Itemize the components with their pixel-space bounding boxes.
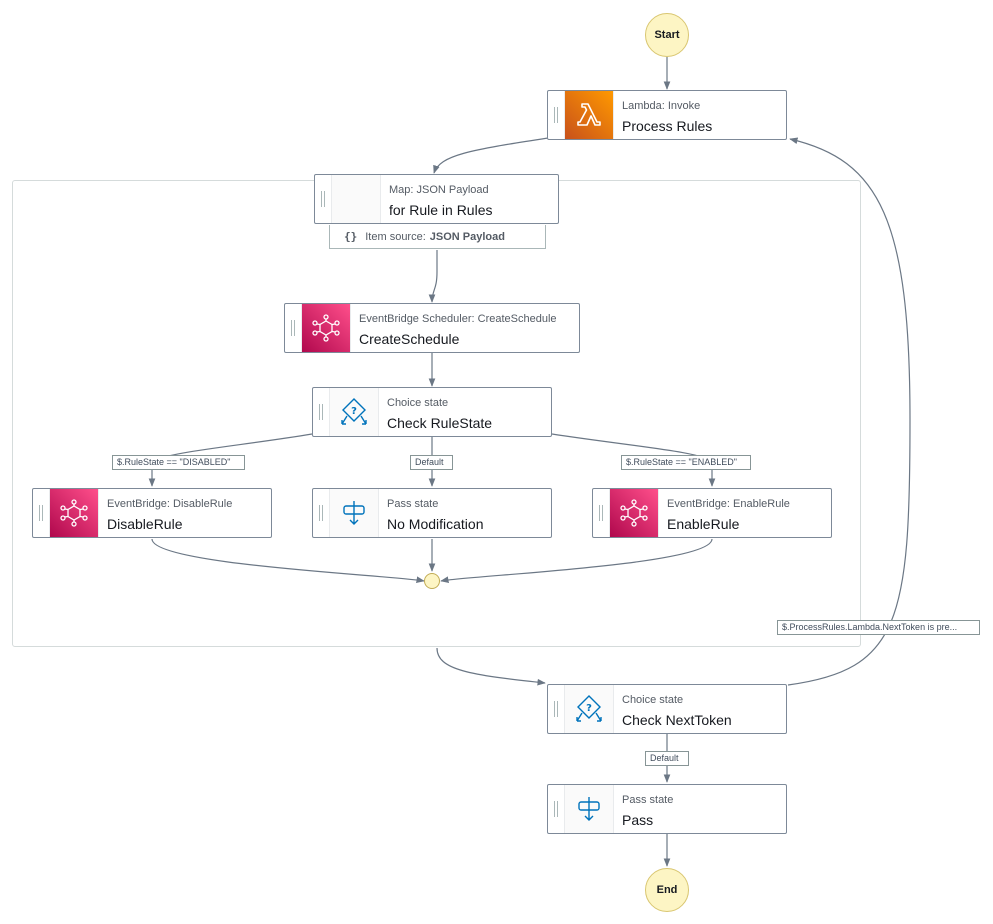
edge-checknext-loop bbox=[787, 137, 911, 686]
state-pass[interactable]: Pass state Pass bbox=[547, 784, 787, 834]
state-type: Map: JSON Payload bbox=[389, 184, 489, 196]
state-name: Process Rules bbox=[622, 118, 713, 134]
item-source-prefix: Item source: bbox=[365, 230, 426, 243]
drag-handle[interactable] bbox=[313, 489, 330, 537]
state-no-modification[interactable]: Pass state No Modification bbox=[312, 488, 552, 538]
condition-default-rulestate[interactable]: Default bbox=[410, 455, 453, 470]
choice-icon: ? bbox=[565, 685, 614, 733]
drag-handle[interactable] bbox=[313, 388, 330, 436]
eventbridge-icon bbox=[302, 304, 351, 352]
state-name: Pass bbox=[622, 812, 654, 828]
state-map[interactable]: Map: JSON Payload for Rule in Rules bbox=[314, 174, 559, 224]
state-name: DisableRule bbox=[107, 516, 183, 532]
state-process-rules[interactable]: Lambda: Invoke Process Rules bbox=[547, 90, 787, 140]
drag-handle[interactable] bbox=[593, 489, 610, 537]
edge-process-to-map bbox=[433, 137, 549, 174]
eventbridge-icon bbox=[610, 489, 659, 537]
edge-disable-to-merge bbox=[151, 538, 425, 584]
state-name: CreateSchedule bbox=[359, 331, 460, 347]
lambda-icon bbox=[565, 91, 614, 139]
state-name: EnableRule bbox=[667, 516, 740, 532]
condition-nexttoken[interactable]: $.ProcessRules.Lambda.NextToken is pre..… bbox=[777, 620, 980, 635]
state-type: Pass state bbox=[387, 498, 439, 510]
state-name: Check RuleState bbox=[387, 415, 493, 431]
state-create-schedule[interactable]: EventBridge Scheduler: CreateSchedule Cr… bbox=[284, 303, 580, 353]
state-name: Check NextToken bbox=[622, 712, 732, 728]
svg-text:?: ? bbox=[586, 703, 592, 714]
state-type: EventBridge Scheduler: CreateSchedule bbox=[359, 313, 557, 325]
end-node[interactable]: End bbox=[645, 868, 689, 912]
state-name: for Rule in Rules bbox=[389, 202, 493, 218]
drag-handle[interactable] bbox=[33, 489, 50, 537]
drag-handle[interactable] bbox=[315, 175, 332, 223]
state-disable-rule[interactable]: EventBridge: DisableRule DisableRule bbox=[32, 488, 272, 538]
state-type: Choice state bbox=[622, 694, 684, 706]
state-enable-rule[interactable]: EventBridge: EnableRule EnableRule bbox=[592, 488, 832, 538]
choice-icon: ? bbox=[330, 388, 379, 436]
map-icon bbox=[332, 175, 381, 223]
pass-icon bbox=[565, 785, 614, 833]
state-name: No Modification bbox=[387, 516, 484, 532]
edge-enable-to-merge bbox=[440, 538, 713, 583]
state-check-nexttoken[interactable]: ? Choice state Check NextToken bbox=[547, 684, 787, 734]
state-type: Lambda: Invoke bbox=[622, 100, 701, 112]
edge-map-to-checknext bbox=[436, 647, 546, 686]
state-type: Choice state bbox=[387, 397, 449, 409]
state-check-rulestate[interactable]: ? Choice state Check RuleState bbox=[312, 387, 552, 437]
merge-node bbox=[424, 573, 440, 589]
start-node[interactable]: Start bbox=[645, 13, 689, 57]
svg-text:?: ? bbox=[351, 406, 357, 417]
pass-icon bbox=[330, 489, 379, 537]
item-source-box[interactable]: {} Item source: JSON Payload bbox=[329, 225, 546, 249]
state-type: EventBridge: EnableRule bbox=[667, 498, 790, 510]
state-type: EventBridge: DisableRule bbox=[107, 498, 233, 510]
item-source-value: JSON Payload bbox=[429, 230, 505, 243]
drag-handle[interactable] bbox=[548, 91, 565, 139]
edge-itemsource-to-create bbox=[428, 250, 438, 303]
eventbridge-icon bbox=[50, 489, 99, 537]
drag-handle[interactable] bbox=[548, 685, 565, 733]
condition-disabled[interactable]: $.RuleState == "DISABLED" bbox=[112, 455, 245, 470]
condition-enabled[interactable]: $.RuleState == "ENABLED" bbox=[621, 455, 751, 470]
condition-default-nexttoken[interactable]: Default bbox=[645, 751, 689, 766]
braces-icon: {} bbox=[344, 230, 358, 243]
state-type: Pass state bbox=[622, 794, 674, 806]
end-label: End bbox=[656, 884, 678, 896]
drag-handle[interactable] bbox=[285, 304, 302, 352]
drag-handle[interactable] bbox=[548, 785, 565, 833]
start-label: Start bbox=[654, 29, 680, 41]
